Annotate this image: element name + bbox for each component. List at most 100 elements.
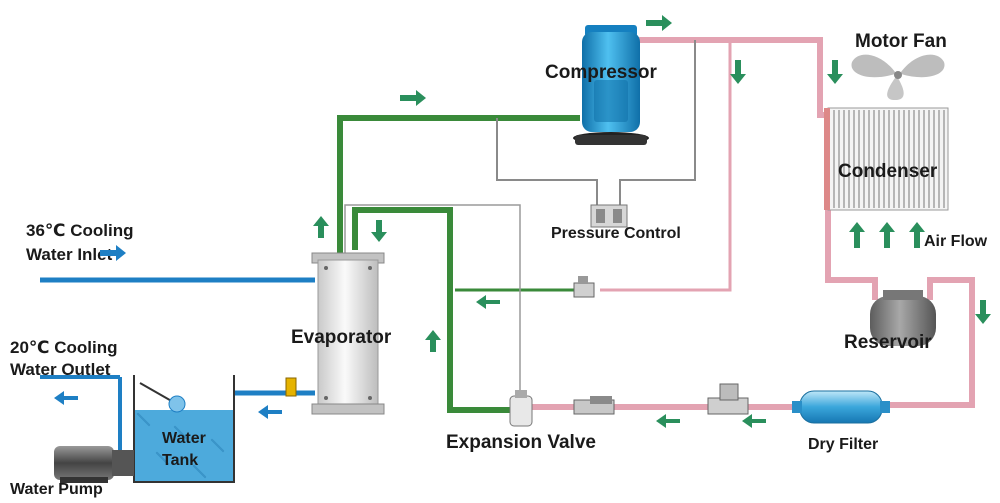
inlet-label-2: Water Inlet (26, 245, 113, 264)
compressor-unit (573, 25, 649, 145)
water-texture-dot (210, 438, 214, 442)
water-texture-dot (161, 457, 165, 461)
outlet-label-1: 20℃ Cooling (10, 338, 117, 357)
water-texture-dot (141, 417, 145, 421)
flow-arrow (730, 60, 746, 84)
flow-arrow (313, 216, 329, 238)
water-texture-dot (218, 446, 222, 450)
water-texture-dot (193, 465, 197, 469)
reservoir-to-filter-pipe (885, 277, 975, 408)
inlet-label-1: 36℃ Cooling (26, 221, 133, 240)
condenser-to-reservoir-pipe (825, 210, 878, 300)
water-texture-dot (173, 425, 177, 429)
flow-arrow (742, 414, 766, 428)
pressure-control-switch (590, 204, 628, 228)
condenser-unit (824, 107, 949, 211)
flow-arrow (646, 15, 672, 31)
water-pump (54, 446, 134, 483)
water-texture-dot (178, 430, 182, 434)
sight-glass (573, 396, 615, 415)
flow-arrows (54, 15, 991, 428)
water-texture-dot (176, 428, 180, 432)
bypass-valve (573, 276, 595, 298)
expansion-valve-label: Expansion Valve (446, 432, 596, 453)
dry-filter (792, 390, 890, 424)
water-texture-dot (162, 458, 166, 462)
water-texture-dot (195, 467, 199, 471)
water-texture-dot (158, 454, 162, 458)
water-texture-dot (155, 451, 159, 455)
water-texture-dot (181, 433, 185, 437)
water-texture-dot (203, 475, 207, 479)
water-texture-dot (184, 436, 188, 440)
motor-fan-icon (851, 54, 945, 100)
water-texture-dot (166, 462, 170, 466)
evaporator-label: Evaporator (291, 327, 392, 348)
water-texture-dot (216, 444, 220, 448)
water-pump-label: Water Pump (10, 481, 103, 498)
water-texture-dot (194, 466, 198, 470)
water-texture-dot (201, 473, 205, 477)
suction-pipe (337, 115, 580, 260)
expansion-valve (509, 390, 533, 427)
float-valve (139, 382, 186, 413)
water-texture-dot (164, 460, 168, 464)
water-texture-dot (136, 412, 140, 416)
dry-filter-label: Dry Filter (808, 436, 878, 453)
water-texture-dot (147, 423, 151, 427)
water-texture-dot (143, 419, 147, 423)
water-texture-dot (211, 439, 215, 443)
water-texture-dot (198, 470, 202, 474)
pressure-control-lines (344, 40, 696, 400)
motor-fan-label: Motor Fan (855, 31, 947, 52)
flow-arrow (400, 90, 426, 106)
outlet-label-2: Water Outlet (10, 360, 111, 379)
tank-line-valve (285, 377, 297, 397)
condenser-label: Condenser (838, 161, 938, 182)
evaporator-inlet-pipe (352, 207, 510, 413)
flow-arrow (656, 414, 680, 428)
water-texture-dot (215, 443, 219, 447)
water-texture-dot (146, 422, 150, 426)
water-texture-dot (157, 453, 161, 457)
flow-arrow (975, 300, 991, 324)
water-texture-dot (145, 421, 149, 425)
water-texture-dot (174, 426, 178, 430)
water-texture-dot (144, 420, 148, 424)
flow-arrow (54, 391, 78, 405)
water-texture-dot (139, 415, 143, 419)
water-texture-dot (219, 447, 223, 451)
water-texture-dot (221, 449, 225, 453)
water-texture-dot (142, 418, 146, 422)
water-texture-dot (183, 435, 187, 439)
reservoir-tank (870, 290, 936, 346)
flow-arrow (371, 220, 387, 242)
hot-gas-bypass-pipe (600, 40, 732, 292)
water-tank (133, 375, 235, 483)
flow-arrow (425, 330, 441, 352)
pressure-control-label: Pressure Control (551, 225, 681, 242)
water-texture-dot (212, 440, 216, 444)
water-texture-dot (202, 474, 206, 478)
water-tank-label-2: Tank (162, 452, 198, 469)
water-texture-dot (163, 459, 167, 463)
water-texture-dot (177, 429, 181, 433)
water-texture-dot (179, 431, 183, 435)
discharge-pipe (637, 37, 828, 118)
water-texture-dot (217, 445, 221, 449)
water-texture-dot (159, 455, 163, 459)
water-texture-dot (160, 456, 164, 460)
evaporator-unit (311, 252, 385, 415)
water-texture-dot (220, 448, 224, 452)
air-flow-arrows (849, 222, 925, 248)
water-texture-dot (137, 413, 141, 417)
water-texture-dot (197, 469, 201, 473)
water-tank-label-1: Water (162, 430, 206, 447)
water-texture-dot (182, 434, 186, 438)
water-texture-dot (165, 461, 169, 465)
water-texture-dot (199, 471, 203, 475)
water-texture-dot (196, 468, 200, 472)
flow-arrow (258, 405, 282, 419)
water-texture-dot (156, 452, 160, 456)
